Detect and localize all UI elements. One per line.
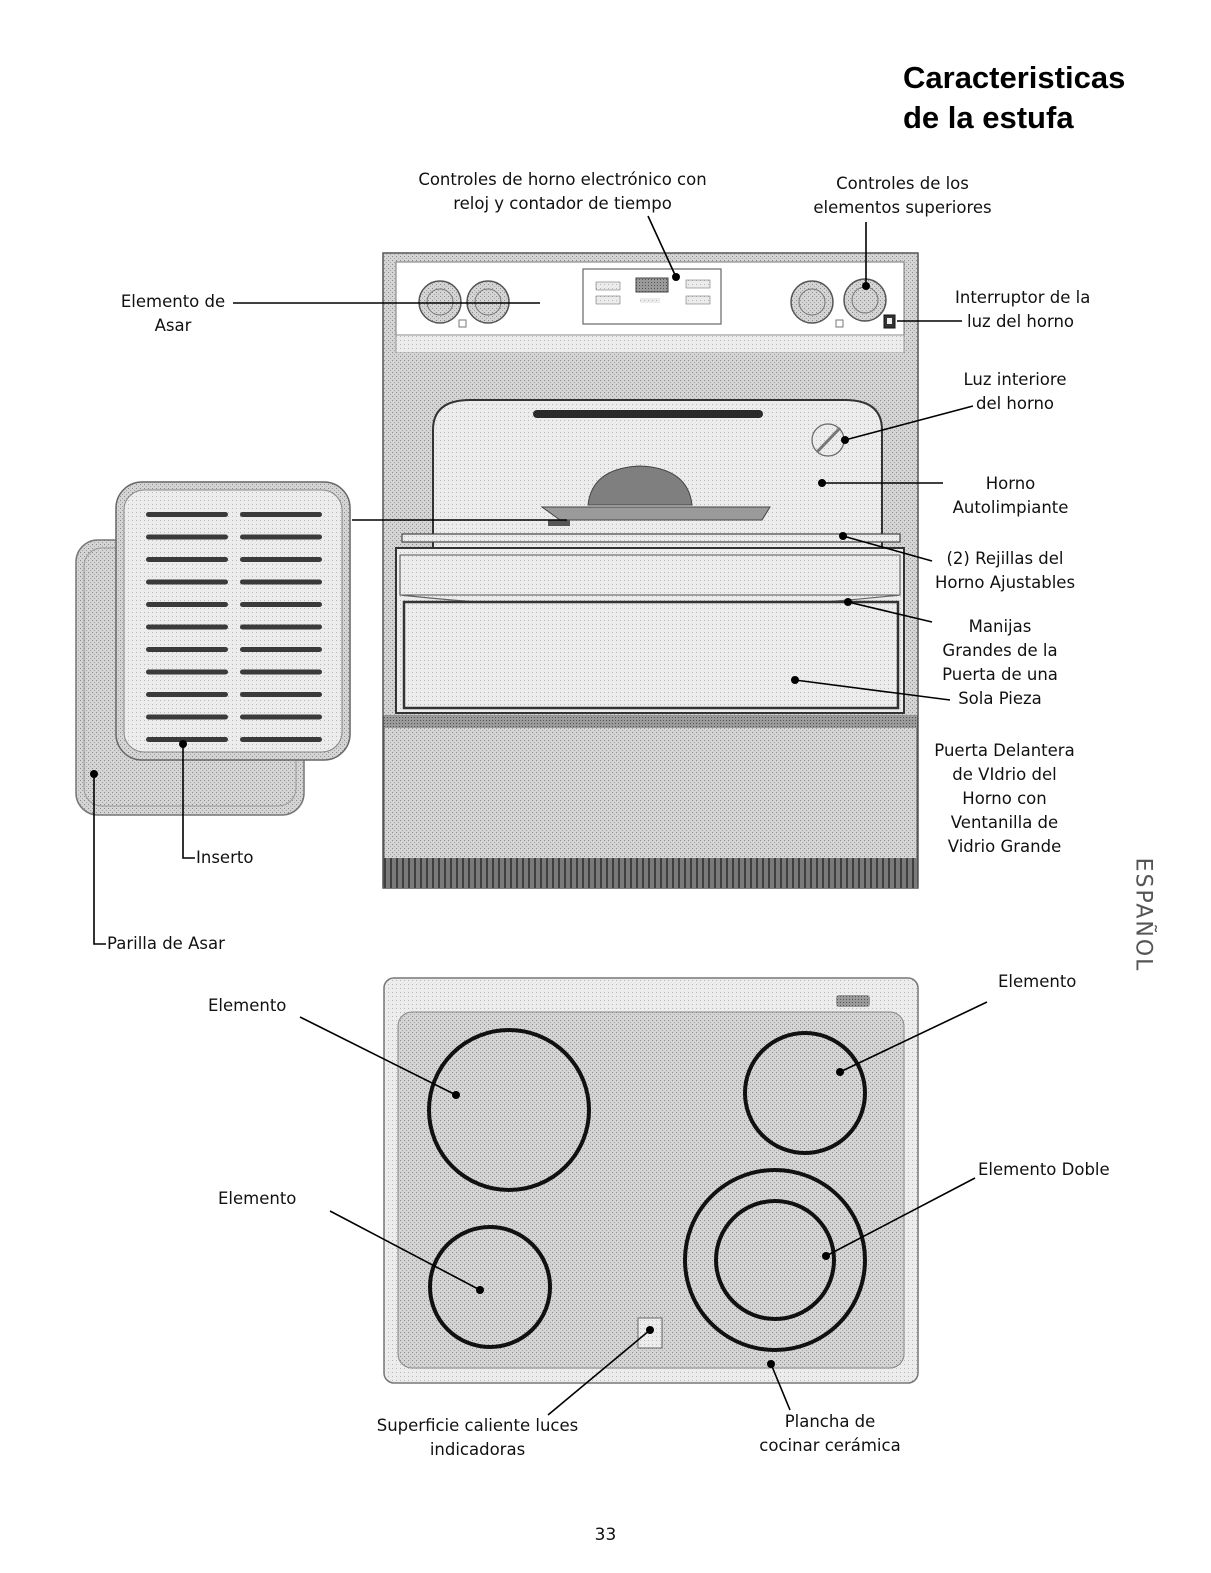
element-left-bottom <box>428 1225 552 1349</box>
label-light-switch: Interruptor de la luz del horno <box>955 286 1090 334</box>
broiler-slot <box>146 579 228 585</box>
broiler-slot <box>146 692 228 697</box>
label-indicator-lights: Superficie caliente luces indicadoras <box>360 1414 595 1462</box>
door-handle <box>399 554 901 596</box>
label-insert: Inserto <box>196 848 254 867</box>
broiler-slot <box>240 534 322 540</box>
broiler-slot <box>240 624 322 630</box>
label-line: Plancha de <box>784 1412 876 1431</box>
label-ceramic-surface: Plancha de cocinar cerámica <box>745 1410 915 1458</box>
knob-left-2 <box>466 280 510 324</box>
roast-dish <box>540 465 771 526</box>
label-surface-controls: Controles de los elementos superiores <box>795 172 1010 220</box>
broiler-slot <box>146 669 228 675</box>
oven-illustration <box>382 252 919 889</box>
broiler-slot <box>240 579 322 585</box>
label-broil-element: Elemento de Asar <box>108 290 238 338</box>
broiler-slot <box>146 647 228 652</box>
label-line: luz del horno <box>967 312 1075 331</box>
label-line: del horno <box>975 394 1055 413</box>
label-line: cocinar cerámica <box>759 1436 901 1455</box>
label-line: Horno Ajustables <box>934 573 1076 592</box>
broiler-slot <box>240 557 322 562</box>
label-line: Puerta de una <box>942 665 1058 684</box>
label-self-clean: Horno Autolimpiante <box>938 472 1083 520</box>
broil-element <box>533 410 763 418</box>
label-line: Grandes de la <box>942 641 1058 660</box>
broiler-slot <box>146 714 228 720</box>
label-line: Autolimpiante <box>952 498 1069 517</box>
label-line: Puerta Delantera <box>934 741 1075 760</box>
label-line: elementos superiores <box>813 198 992 217</box>
label-line: reloj y contador de tiempo <box>453 194 672 213</box>
dual-element-outer <box>683 1168 867 1352</box>
interior-light-fixture <box>811 423 845 457</box>
element-right-top <box>743 1031 867 1155</box>
title-line-2: de la estufa <box>903 100 1074 135</box>
label-line: Luz interiore <box>963 370 1067 389</box>
label-element-left-bottom: Elemento <box>218 1189 297 1208</box>
label-broil-pan: Parilla de Asar <box>107 934 225 953</box>
cooktop-illustration <box>383 977 919 1384</box>
label-element-left-top: Elemento <box>208 996 287 1015</box>
broiler-slot <box>146 557 228 562</box>
control-strip <box>395 334 905 354</box>
ceramic-surface <box>397 1011 905 1369</box>
title-line-1: Caracteristicas <box>903 60 1126 95</box>
broiler-slot <box>240 512 322 517</box>
label-element-right-top: Elemento <box>998 972 1077 991</box>
broiler-slot <box>146 602 228 607</box>
label-dual-element: Elemento Doble <box>978 1160 1110 1179</box>
side-language-tab: ESPAÑOL <box>1128 850 1158 980</box>
dual-element-inner <box>714 1199 836 1321</box>
leader-lines <box>93 215 988 1416</box>
label-line: Sola Pieza <box>958 689 1042 708</box>
label-line: Horno con <box>962 789 1047 808</box>
label-line: Superficie caliente luces <box>376 1416 579 1435</box>
label-line: Ventanilla de <box>950 813 1059 832</box>
knob-right-2 <box>843 278 887 322</box>
label-line: Controles de los <box>836 174 969 193</box>
label-line: de VIdrio del <box>952 765 1057 784</box>
broiler-insert-slots <box>146 512 322 742</box>
page-number: 33 <box>594 1525 617 1545</box>
knob-right-1 <box>790 280 834 324</box>
label-line: Controles de horno electrónico con <box>418 170 707 189</box>
label-line: indicadoras <box>429 1440 526 1459</box>
label-racks: (2) Rejillas del Horno Ajustables <box>925 547 1085 595</box>
label-interior-light: Luz interiore del horno <box>955 368 1075 416</box>
label-line: Asar <box>154 316 192 335</box>
knob-left-1 <box>418 280 462 324</box>
toe-kick <box>384 858 917 888</box>
label-electronic-controls: Controles de horno electrónico con reloj… <box>400 168 725 216</box>
broiler-pan-illustration <box>75 481 351 816</box>
broiler-slot <box>240 669 322 675</box>
broiler-slot <box>240 692 322 697</box>
label-line: Horno <box>985 474 1036 493</box>
broiler-slot <box>146 534 228 540</box>
label-line: Interruptor de la <box>955 288 1091 307</box>
broiler-slot <box>240 737 322 742</box>
element-left-top <box>427 1028 591 1192</box>
label-line: Manijas <box>968 617 1032 636</box>
label-line: Vidrio Grande <box>947 837 1062 856</box>
broiler-slot <box>240 714 322 720</box>
label-line: Elemento de <box>120 292 226 311</box>
label-line: (2) Rejillas del <box>946 549 1064 568</box>
label-door: Puerta Delantera de VIdrio del Horno con… <box>927 739 1082 859</box>
door-window <box>402 600 900 710</box>
broiler-slot <box>146 737 228 742</box>
broiler-slot <box>146 512 228 517</box>
broiler-slot <box>240 602 322 607</box>
page-title: Caracteristicas de la estufa <box>903 58 1125 138</box>
leader-dots <box>90 273 870 1368</box>
side-language-text: ESPAÑOL <box>1130 857 1156 973</box>
broiler-slot <box>240 647 322 652</box>
storage-drawer <box>383 715 918 887</box>
oven-rack <box>401 533 901 543</box>
broiler-slot <box>146 624 228 630</box>
label-handles: Manijas Grandes de la Puerta de una Sola… <box>930 615 1070 711</box>
